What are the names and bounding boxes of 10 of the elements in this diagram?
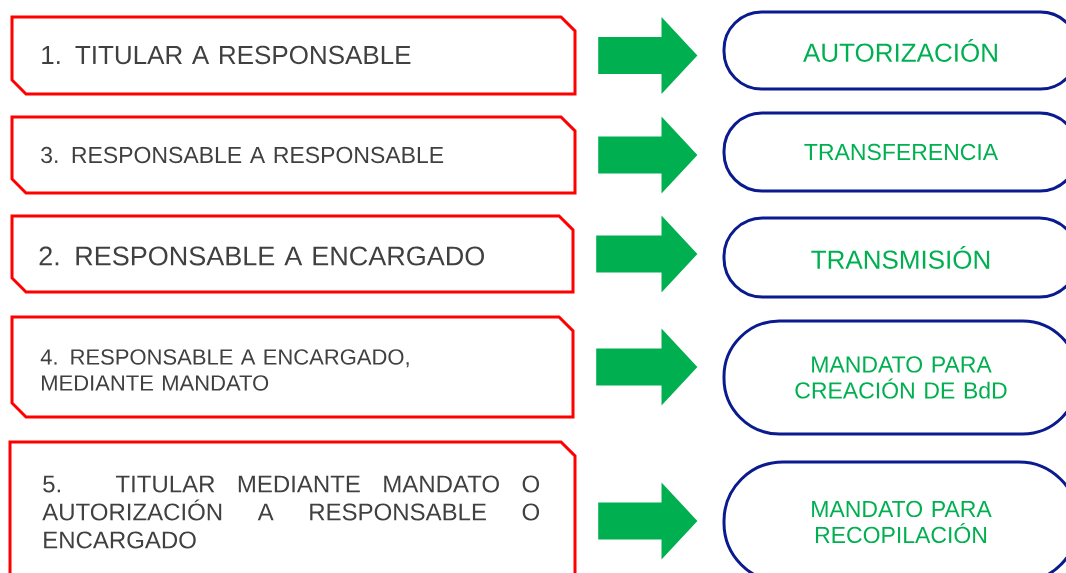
process-box: 3. RESPONSABLE A RESPONSABLE xyxy=(10,115,577,195)
result-pill: TRANSMISIÓN xyxy=(722,216,1066,299)
result-pill: MANDATO PARA RECOPILACIÓN xyxy=(722,460,1066,573)
result-pill: MANDATO PARA CREACIÓN DE BdD xyxy=(722,319,1066,436)
result-pill: AUTORIZACIÓN xyxy=(722,10,1066,91)
process-box: 2. RESPONSABLE A ENCARGADO xyxy=(10,214,575,294)
process-box: 5. TITULAR MEDIANTE MANDATO O AUTORIZACIÓN A RESPONSABLE O ENCARGADO xyxy=(8,440,577,573)
result-pill: TRANSFERENCIA xyxy=(722,111,1066,193)
process-box: 1. TITULAR A RESPONSABLE xyxy=(10,15,577,96)
process-box: 4. RESPONSABLE A ENCARGADO, MEDIANTE MANDATO xyxy=(10,315,575,419)
